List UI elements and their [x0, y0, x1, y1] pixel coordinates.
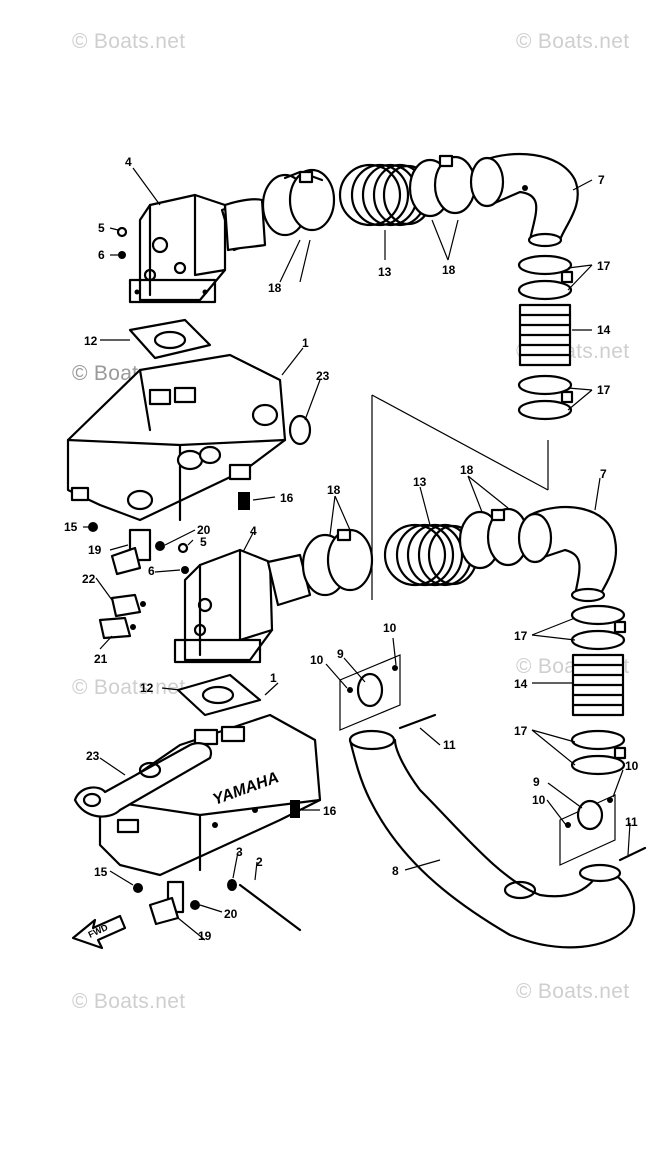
- bolt-5-lower: [177, 542, 189, 554]
- hose-clamps-lower-left: [301, 528, 374, 597]
- washer-3: [227, 879, 237, 891]
- washer-6-lower: [181, 566, 189, 574]
- callout-7: 7: [598, 173, 605, 187]
- callout-18: 18: [268, 281, 282, 295]
- callout-7: 7: [600, 467, 607, 481]
- flange-9-lower: [559, 794, 616, 866]
- callout-20: 20: [197, 523, 211, 537]
- callout-17: 17: [514, 629, 528, 643]
- fitting-22: [110, 593, 146, 618]
- gasket-lower: [176, 673, 262, 717]
- washer-20-lower: [190, 900, 200, 910]
- watermark: © Boats.net: [72, 30, 186, 53]
- callout-9: 9: [533, 775, 540, 789]
- callout-13: 13: [413, 475, 427, 489]
- callout-6: 6: [148, 564, 155, 578]
- fitting-19-upper: [110, 528, 152, 576]
- callout-21: 21: [94, 652, 108, 666]
- callout-1: 1: [270, 671, 277, 685]
- clamps-vertical-lower: [570, 604, 627, 651]
- callout-16: 16: [323, 804, 337, 818]
- washer-20-upper: [155, 541, 165, 551]
- clamps-vertical-upper-2: [517, 374, 574, 421]
- callout-8: 8: [392, 864, 399, 878]
- drain-plug-lower: [290, 800, 300, 818]
- callout-17: 17: [597, 383, 611, 397]
- callout-10: 10: [532, 793, 546, 807]
- callout-18: 18: [327, 483, 341, 497]
- callout-17: 17: [597, 259, 611, 273]
- gasket-long-lower: [73, 741, 213, 818]
- hose-clamps-upper-left: [261, 168, 336, 237]
- callout-18: 18: [460, 463, 474, 477]
- exhaust-pipe-8: [348, 729, 636, 949]
- callout-16: 16: [280, 491, 294, 505]
- callout-1: 1: [302, 336, 309, 350]
- callout-9: 9: [337, 647, 344, 661]
- callout-19: 19: [198, 929, 212, 943]
- callout-2: 2: [256, 855, 263, 869]
- exhaust-elbow-lower: [173, 548, 312, 664]
- hose-upper-short: [223, 198, 267, 252]
- gasket-ring-upper: [288, 414, 312, 446]
- callout-10: 10: [310, 653, 324, 667]
- flange-9-upper: [339, 654, 401, 731]
- hose-clamps-upper-right: [408, 154, 477, 218]
- pin-11-upper: [398, 713, 437, 730]
- bellows-vertical-lower: [571, 653, 625, 717]
- exhaust-manifold-upper: [66, 353, 287, 522]
- drain-plug-upper: [238, 492, 250, 510]
- bellows-lower: [383, 523, 479, 587]
- callout-12: 12: [140, 681, 154, 695]
- callout-10: 10: [625, 759, 639, 773]
- callout-17: 17: [514, 724, 528, 738]
- bellows-vertical-upper: [518, 303, 572, 367]
- leader-lines: [83, 167, 631, 941]
- callout-3: 3: [236, 845, 243, 859]
- elbow-pipe-lower: [517, 505, 618, 603]
- callout-15: 15: [64, 520, 78, 534]
- fwd-arrow: [71, 914, 127, 950]
- clamps-vertical-upper: [517, 254, 574, 301]
- gasket-upper: [128, 318, 212, 360]
- callout-11: 11: [625, 815, 638, 829]
- callout-5: 5: [200, 535, 207, 549]
- callout-10: 10: [383, 621, 397, 635]
- watermark: © Boats.net: [72, 676, 186, 699]
- fitting-21: [98, 616, 136, 640]
- callout-4: 4: [250, 524, 257, 538]
- callout-13: 13: [378, 265, 392, 279]
- callout-12: 12: [84, 334, 98, 348]
- callout-22: 22: [82, 572, 96, 586]
- callout-23: 23: [86, 749, 100, 763]
- callout-20: 20: [224, 907, 238, 921]
- bolt-15-lower: [133, 883, 143, 893]
- fitting-19-lower: [148, 880, 185, 926]
- callout-19: 19: [88, 543, 102, 557]
- callout-6: 6: [98, 248, 105, 262]
- callout-14: 14: [514, 677, 528, 691]
- watermark: © Boats.net: [516, 30, 630, 53]
- callout-5: 5: [98, 221, 105, 235]
- bolt-15-upper: [88, 522, 98, 532]
- washer-6-upper: [118, 251, 126, 259]
- callout-4: 4: [125, 155, 132, 169]
- pin-11-lower: [618, 846, 647, 862]
- callout-15: 15: [94, 865, 108, 879]
- bolt-5-upper: [116, 226, 128, 238]
- callout-14: 14: [597, 323, 611, 337]
- callout-11: 11: [443, 738, 456, 752]
- callout-23: 23: [316, 369, 330, 383]
- callout-18: 18: [442, 263, 456, 277]
- elbow-pipe-upper: [469, 152, 579, 248]
- hose-clamps-lower-right: [458, 507, 530, 570]
- watermark: © Boats.net: [516, 980, 630, 1003]
- watermark: © Boats.net: [72, 990, 186, 1013]
- clamps-vertical-lower-2: [570, 729, 627, 776]
- long-bolt-2: [238, 883, 302, 932]
